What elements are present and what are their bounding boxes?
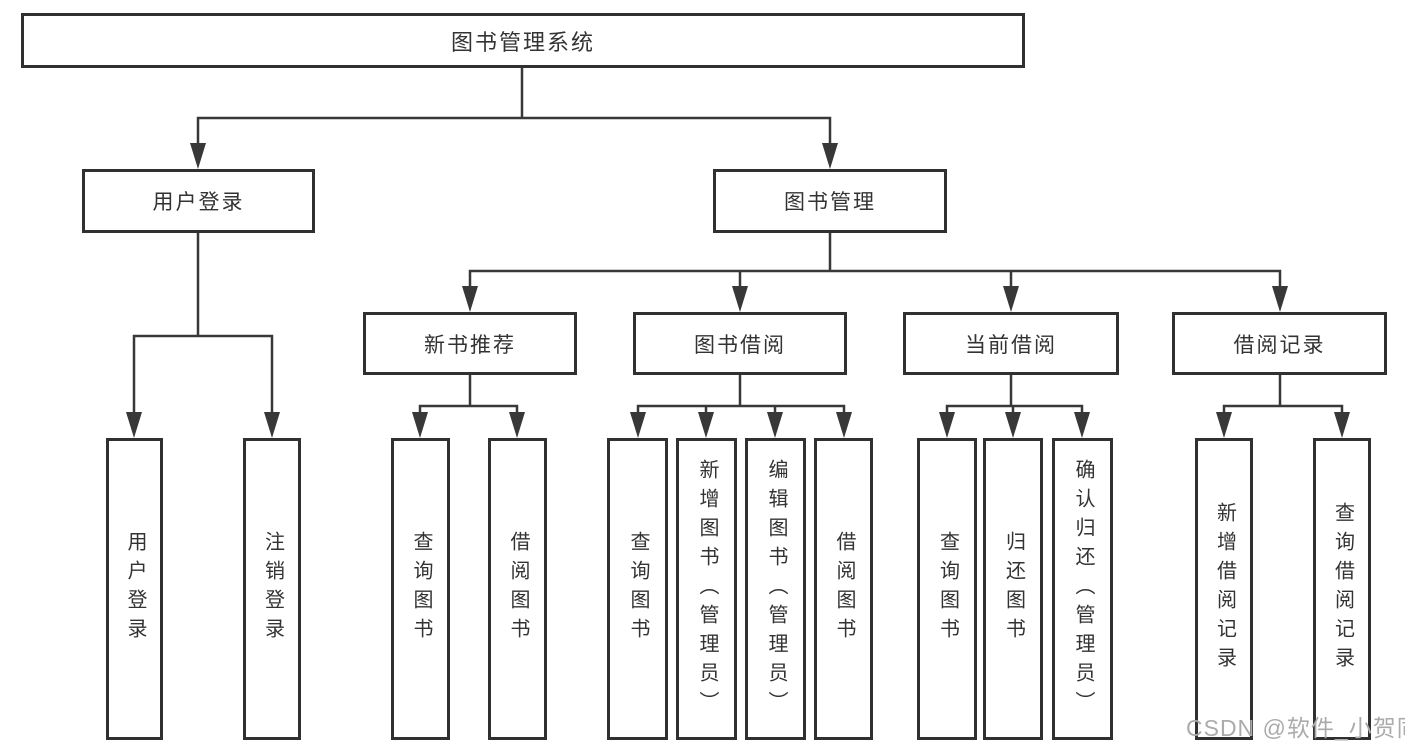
arrowhead [767,412,783,438]
arrowhead [1074,412,1090,438]
node-book-borrow: 图书借阅 [633,312,847,375]
leaf-confirm-return-admin: 确认归还（管理员） [1052,438,1113,740]
leaf-logout-label: 注销登录 [261,531,284,647]
connector-current-borrow [945,375,1084,416]
connector-new-book [418,375,519,416]
arrowhead [1334,412,1350,438]
watermark: CSDN @软件_小贺同学 [1186,715,1405,741]
arrowhead [1005,412,1021,438]
leaf-add-borrow-record-label: 新增借阅记录 [1213,502,1236,676]
node-new-book-recommend: 新书推荐 [363,312,577,375]
arrowhead [630,412,646,438]
leaf-borrow-book-recommend-label: 借阅图书 [507,531,529,647]
leaf-query-borrow-record-label: 查询借阅记录 [1331,502,1354,676]
leaf-confirm-return-admin-label: 确认归还（管理员） [1072,458,1094,720]
leaf-return-book-label: 归还图书 [1002,531,1025,647]
arrowhead [836,412,852,438]
leaf-user-login-label: 用户登录 [124,531,146,647]
leaf-return-book: 归还图书 [983,438,1043,740]
leaf-query-books-label: 查询图书 [627,531,649,647]
leaf-user-login: 用户登录 [106,438,163,740]
leaf-borrow-book-recommend: 借阅图书 [488,438,547,740]
connector-user-login [132,233,274,416]
arrowhead [822,143,838,169]
connector-borrow-records [1222,375,1344,416]
node-book-management-label: 图书管理 [784,191,876,214]
arrowhead [126,412,142,438]
connector-root [196,68,832,146]
arrowhead [264,412,280,438]
node-borrow-records-label: 借阅记录 [1233,333,1326,357]
node-book-management: 图书管理 [713,169,947,233]
leaf-query-books: 查询图书 [607,438,668,740]
connector-book-management [468,233,1282,290]
leaf-borrow-book-label: 借阅图书 [833,531,855,647]
node-book-borrow-label: 图书借阅 [694,333,786,357]
node-root: 图书管理系统 [21,13,1025,68]
connector-book-borrow [636,375,846,416]
arrowhead [1216,412,1232,438]
arrowhead [732,286,748,312]
arrowhead [939,412,955,438]
leaf-add-book-admin: 新增图书（管理员） [676,438,737,740]
node-user-login: 用户登录 [82,169,315,233]
arrowhead [1272,286,1288,312]
leaf-query-book-current: 查询图书 [917,438,977,740]
node-current-borrow-label: 当前借阅 [965,333,1057,357]
node-root-label: 图书管理系统 [450,29,595,55]
arrowhead [698,412,714,438]
arrowhead [190,143,206,169]
arrowheads [126,143,1350,438]
leaf-query-book-current-label: 查询图书 [936,531,959,647]
arrowhead [462,286,478,312]
leaf-logout: 注销登录 [243,438,301,740]
arrowhead [509,412,525,438]
node-current-borrow: 当前借阅 [903,312,1119,375]
leaf-add-book-admin-label: 新增图书（管理员） [696,458,718,720]
arrowhead [1003,286,1019,312]
node-borrow-records: 借阅记录 [1172,312,1387,375]
leaf-query-books-recommend: 查询图书 [391,438,450,740]
node-new-book-recommend-label: 新书推荐 [424,333,516,357]
leaf-query-borrow-record: 查询借阅记录 [1313,438,1371,740]
leaf-query-books-recommend-label: 查询图书 [410,531,432,647]
node-user-login-label: 用户登录 [152,191,245,214]
leaf-edit-book-admin-label: 编辑图书（管理员） [765,458,787,720]
arrowhead [412,412,428,438]
leaf-add-borrow-record: 新增借阅记录 [1195,438,1253,740]
leaf-edit-book-admin: 编辑图书（管理员） [745,438,806,740]
leaf-borrow-book: 借阅图书 [814,438,873,740]
